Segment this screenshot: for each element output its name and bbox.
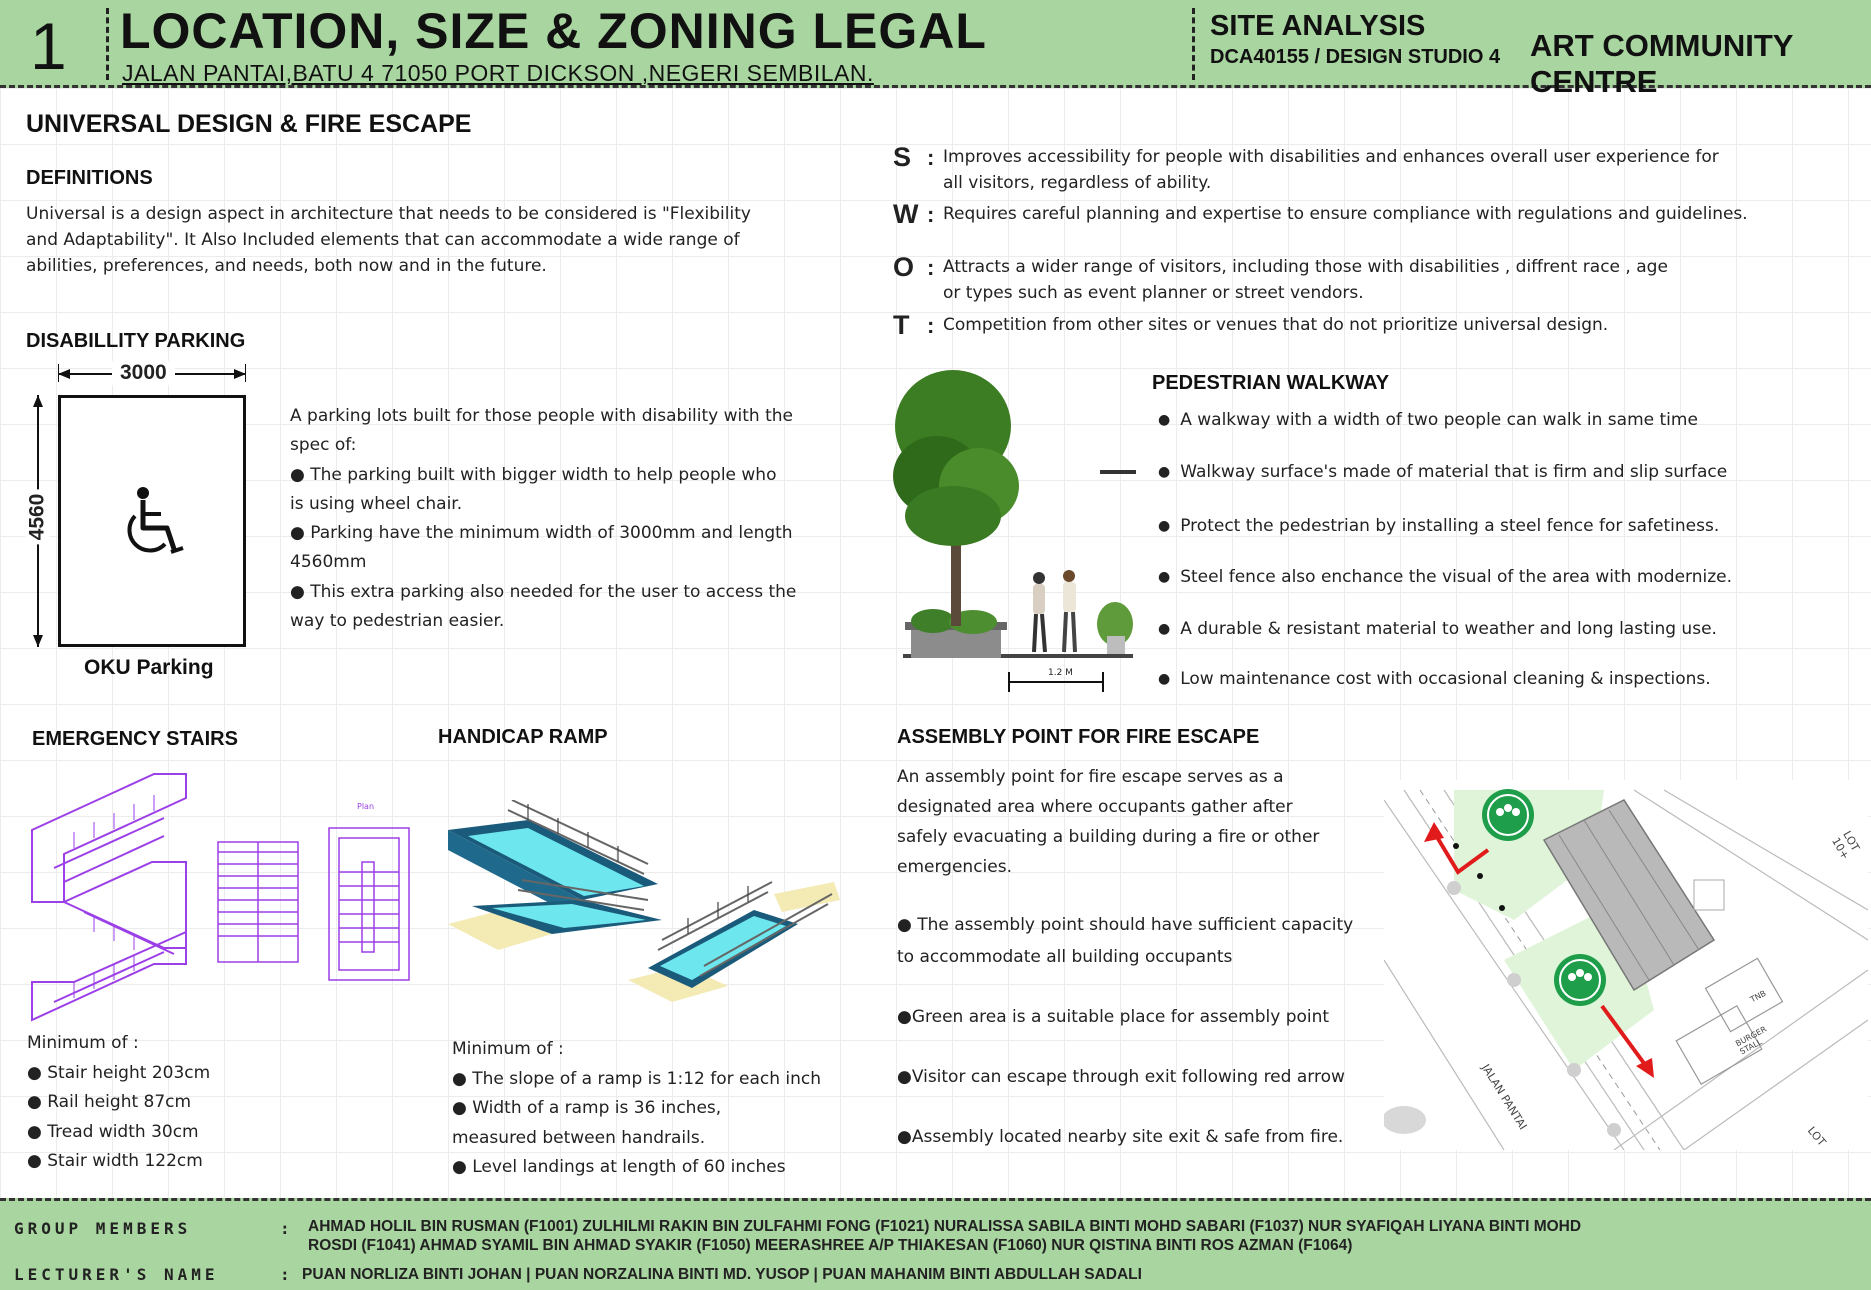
swot-letter: S [893,142,912,172]
swot-line: all visitors, regardless of ability. [943,173,1212,193]
definitions-line: Universal is a design aspect in architec… [26,204,751,224]
swot-line: Requires careful planning and expertise … [943,204,1748,224]
swot-letter: O [893,252,915,282]
project-name: ART COMMUNITY CENTRE [1530,28,1793,99]
list-item: measured between handrails. [452,1127,706,1148]
list-item: A walkway with a width of two people can… [1158,410,1698,430]
ramp-heading: HANDICAP RAMP [438,726,608,748]
swot-text: Competition from other sites or venues t… [943,312,1813,338]
swot-separator: : [927,255,935,280]
section-title: UNIVERSAL DESIGN & FIRE ESCAPE [26,110,472,138]
parking-line: is using wheel chair. [290,493,463,514]
list-item: ● Stair height 203cm [27,1062,211,1083]
lecturer-label: LECTURER'S NAME [14,1265,219,1284]
stairs-intro: Minimum of : [27,1033,139,1053]
parking-line: ● Parking have the minimum width of 3000… [290,523,793,544]
parking-line: spec of: [290,435,357,456]
ramp-specs: Minimum of : ● The slope of a ramp is 1:… [452,1035,872,1183]
parking-description: A parking lots built for those people wi… [290,402,850,636]
swot-separator: : [927,145,935,170]
dimension-arrows [33,395,43,647]
stairs-specs: Minimum of : ● Stair height 203cm ● Rail… [27,1029,347,1177]
dimension-arrows [58,364,246,382]
assembly-site-map [1384,780,1868,1150]
members-separator: : [280,1219,294,1238]
list-item: ● Tread width 30cm [27,1121,199,1142]
list-item: ●Visitor can escape through exit followi… [897,1067,1345,1087]
assembly-line: emergencies. [897,857,1012,877]
definitions-line: and Adaptability". It Also Included elem… [26,230,740,250]
parking-caption: OKU Parking [84,656,214,679]
parking-line: 4560mm [290,552,367,573]
walkway-heading: PEDESTRIAN WALKWAY [1152,372,1390,394]
list-item: ●Green area is a suitable place for asse… [897,1007,1330,1027]
lecturer-separator: : [280,1265,294,1284]
swot-text: Attracts a wider range of visitors, incl… [943,254,1813,306]
list-item: A durable & resistant material to weathe… [1158,619,1717,639]
list-item: ● Rail height 87cm [27,1092,192,1112]
list-item: ● Stair width 122cm [27,1151,203,1171]
ramp-intro: Minimum of : [452,1039,564,1059]
assembly-intro: An assembly point for fire escape serves… [897,762,1367,882]
assembly-line: designated area where occupants gather a… [897,797,1293,817]
walkway-scale-label: 1.2 M [1048,668,1073,678]
parking-heading: DISABILLITY PARKING [26,330,246,352]
stairs-drawing [31,773,410,1022]
assembly-heading: ASSEMBLY POINT FOR FIRE ESCAPE [897,726,1260,748]
parking-line: ● This extra parking also needed for the… [290,581,797,602]
walkway-section-illustration [893,370,1136,692]
swot-letter: W [893,199,919,229]
members-line: AHMAD HOLIL BIN RUSMAN (F1001) ZULHILMI … [308,1218,1582,1235]
parking-width-dimension: 3000 [58,361,246,385]
swot-line: Attracts a wider range of visitors, incl… [943,257,1668,277]
swot-letter: T [893,310,910,340]
stairs-heading: EMERGENCY STAIRS [32,728,238,750]
swot-separator: : [927,202,935,227]
sheet-title: LOCATION, SIZE & ZONING LEGAL [120,3,987,59]
swot-line: or types such as event planner or street… [943,283,1364,303]
list-item: ● Level landings at length of 60 inches [452,1157,786,1177]
list-item: Steel fence also enchance the visual of … [1158,567,1732,587]
parking-line: way to pedestrian easier. [290,611,505,632]
assembly-line: An assembly point for fire escape serves… [897,767,1284,787]
sheet-number: 1 [30,9,67,83]
course-code: DCA40155 / DESIGN STUDIO 4 [1210,46,1501,68]
definitions-heading: DEFINITIONS [26,167,153,189]
swot-text: Improves accessibility for people with d… [943,144,1813,196]
list-item: ● The slope of a ramp is 1:12 for each i… [452,1068,822,1089]
swot-separator: : [927,313,935,338]
swot-line: Competition from other sites or venues t… [943,315,1609,335]
members-label: GROUP MEMBERS [14,1219,192,1238]
credits-band: GROUP MEMBERS : AHMAD HOLIL BIN RUSMAN (… [0,1198,1871,1290]
ramp-drawing [448,800,840,1002]
wheelchair-icon [127,487,184,554]
list-item: to accommodate all building occupants [897,947,1233,967]
members-names: AHMAD HOLIL BIN RUSMAN (F1001) ZULHILMI … [308,1217,1581,1255]
parking-line: ● The parking built with bigger width to… [290,464,777,485]
parking-line: A parking lots built for those people wi… [290,406,793,426]
lecturer-names: PUAN NORLIZA BINTI JOHAN | PUAN NORZALIN… [302,1266,1142,1283]
parking-bay [58,395,246,647]
header-divider [106,8,109,80]
members-line: ROSDI (F1041) AHMAD SYAMIL BIN AHMAD SYA… [308,1237,1353,1254]
list-item: ● Width of a ramp is 36 inches, [452,1098,722,1118]
subject-label: SITE ANALYSIS [1210,10,1426,42]
list-item: Walkway surface's made of material that … [1158,462,1727,482]
assembly-line: safely evacuating a building during a fi… [897,827,1320,847]
title-band: 1 LOCATION, SIZE & ZONING LEGAL JALAN PA… [0,0,1871,99]
parking-length-label: 4560 [25,489,50,545]
stairs-plan-label: Plan [357,802,375,811]
site-address: JALAN PANTAI,BATU 4 71050 PORT DICKSON ,… [122,60,874,86]
list-item: ●Assembly located nearby site exit & saf… [897,1127,1344,1147]
list-item: ● The assembly point should have suffici… [897,915,1354,935]
parking-width-label: 3000 [112,361,175,385]
list-item: Protect the pedestrian by installing a s… [1158,516,1719,536]
definitions-line: abilities, preferences, and needs, both … [26,256,547,276]
list-item: Low maintenance cost with occasional cle… [1158,669,1710,689]
definitions-text: Universal is a design aspect in architec… [26,201,846,279]
header-divider-right [1192,8,1195,80]
swot-text: Requires careful planning and expertise … [943,201,1813,227]
swot-line: Improves accessibility for people with d… [943,147,1719,167]
